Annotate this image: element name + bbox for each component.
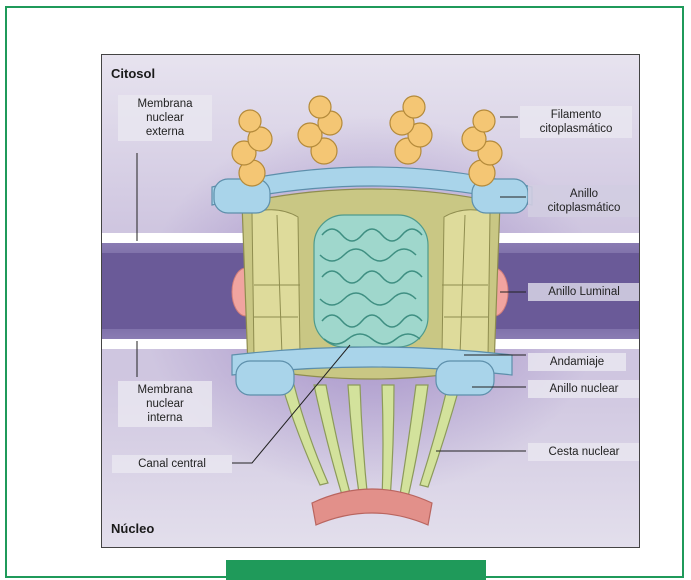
label-central-channel: Canal central bbox=[112, 455, 232, 473]
figure-frame: Citosol Núcleo Membrana nuclear externa … bbox=[5, 6, 684, 578]
label-cytoplasmic-ring: Anillo citoplasmático bbox=[528, 185, 640, 217]
region-label-nucleus: Núcleo bbox=[111, 521, 154, 536]
label-nuclear-ring: Anillo nuclear bbox=[528, 380, 640, 398]
label-inner-membrane: Membrana nuclear interna bbox=[118, 381, 212, 427]
central-channel bbox=[314, 215, 428, 347]
label-luminal-ring: Anillo Luminal bbox=[528, 283, 640, 301]
label-scaffold: Andamiaje bbox=[528, 353, 626, 371]
label-outer-membrane: Membrana nuclear externa bbox=[118, 95, 212, 141]
label-cytoplasmic-filament: Filamento citoplasmático bbox=[520, 106, 632, 138]
nuclear-pore-diagram: Citosol Núcleo Membrana nuclear externa … bbox=[101, 54, 640, 548]
caption-bar bbox=[226, 560, 486, 580]
label-nuclear-basket: Cesta nuclear bbox=[528, 443, 640, 461]
region-label-cytosol: Citosol bbox=[111, 66, 155, 81]
